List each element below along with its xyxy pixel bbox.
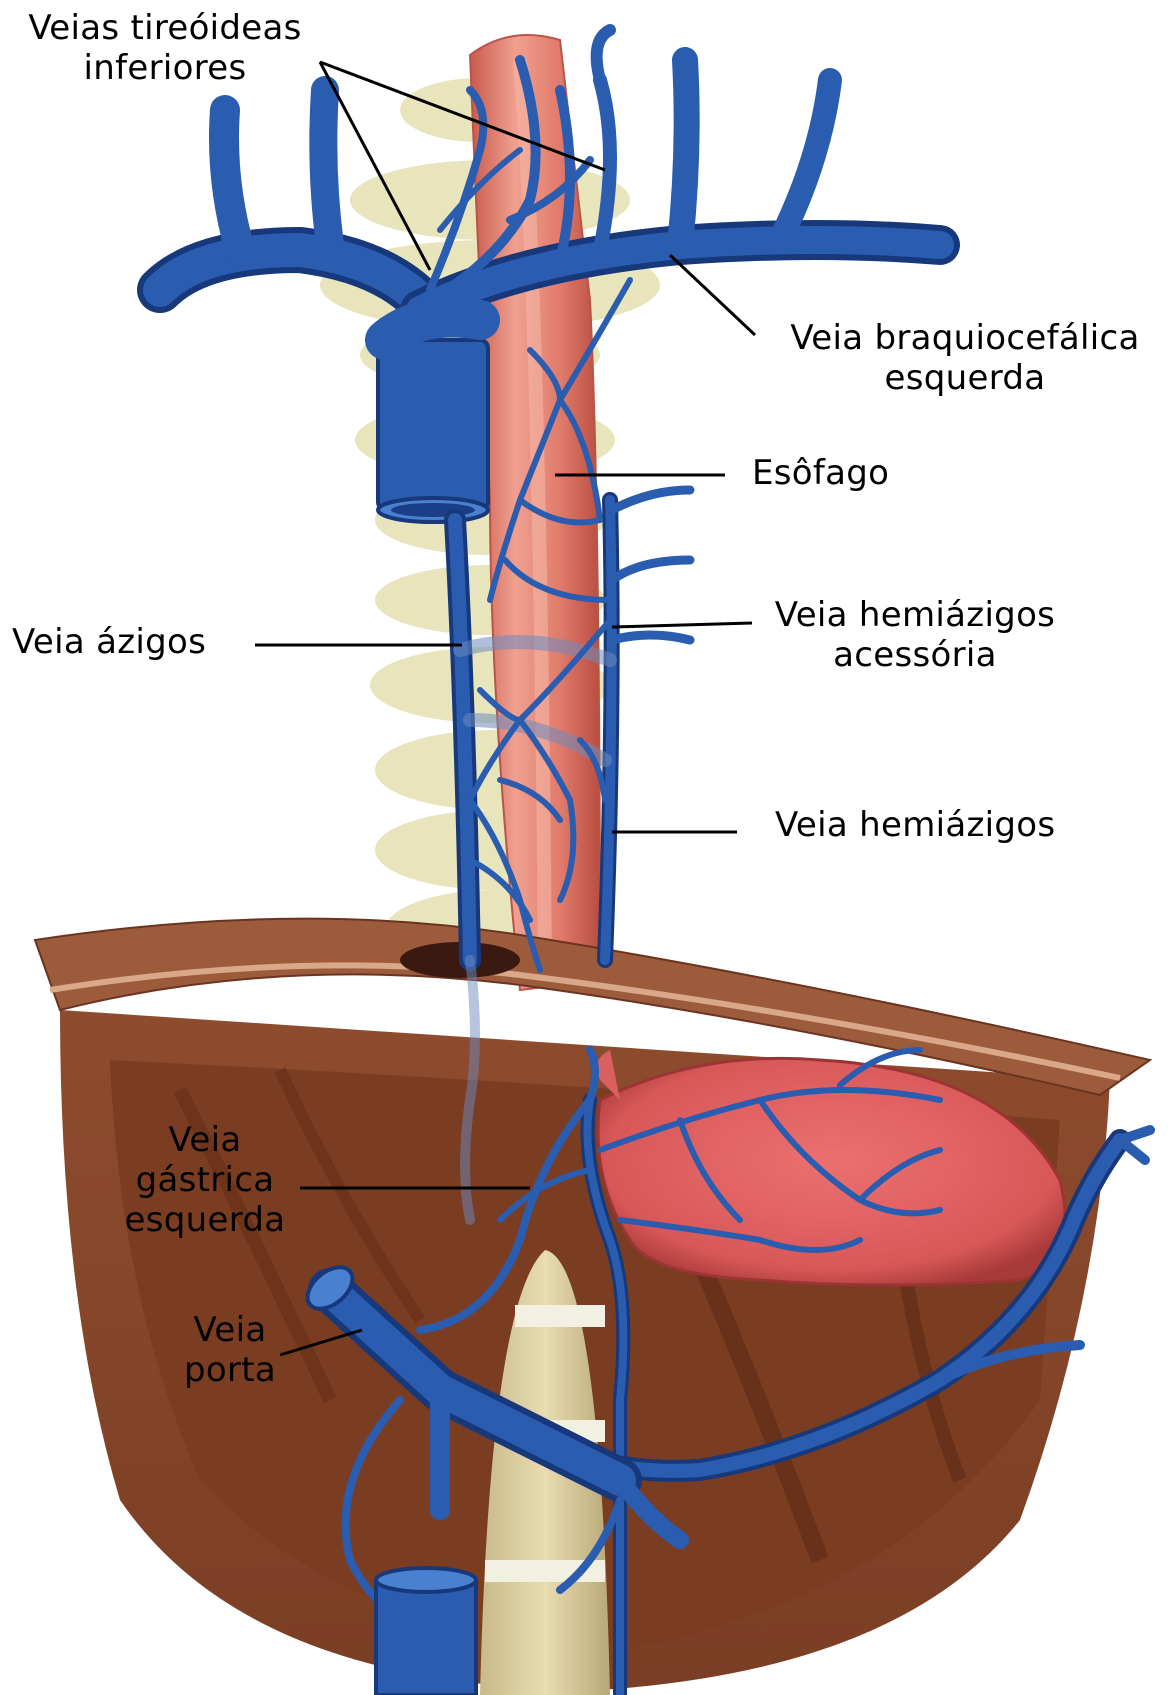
- label-inferior-thyroid-veins: Veias tireóideas inferiores: [10, 8, 320, 88]
- label-azygos-vein: Veia ázigos: [12, 622, 252, 662]
- label-esophagus: Esôfago: [752, 453, 952, 493]
- label-left-gastric-vein-line-1: Veia: [100, 1120, 310, 1160]
- label-inferior-thyroid-veins-line-2: inferiores: [10, 48, 320, 88]
- inferior-vena-cava: [376, 1568, 476, 1695]
- label-portal-vein-line-2: porta: [160, 1350, 300, 1390]
- superior-vena-cava: [378, 318, 488, 523]
- label-left-gastric-vein-line-3: esquerda: [100, 1200, 310, 1240]
- label-accessory-hemiazygos-vein: Veia hemiázigos acessória: [760, 595, 1070, 675]
- label-hemiazygos-vein-text: Veia hemiázigos: [775, 805, 1095, 845]
- label-portal-vein-line-1: Veia: [160, 1310, 300, 1350]
- leader-accessory-hemiazygos: [612, 623, 752, 627]
- label-azygos-vein-text: Veia ázigos: [12, 622, 252, 662]
- label-left-brachiocephalic-vein: Veia braquiocefálica esquerda: [770, 318, 1160, 398]
- label-hemiazygos-vein: Veia hemiázigos: [775, 805, 1095, 845]
- label-portal-vein: Veia porta: [160, 1310, 300, 1390]
- label-accessory-hemiazygos-vein-line-2: acessória: [760, 635, 1070, 675]
- label-left-brachiocephalic-vein-line-2: esquerda: [770, 358, 1160, 398]
- label-left-brachiocephalic-vein-line-1: Veia braquiocefálica: [770, 318, 1160, 358]
- leader-brachiocephalic: [670, 255, 755, 335]
- label-accessory-hemiazygos-vein-line-1: Veia hemiázigos: [760, 595, 1070, 635]
- label-esophagus-text: Esôfago: [752, 453, 952, 493]
- label-left-gastric-vein: Veia gástrica esquerda: [100, 1120, 310, 1240]
- label-left-gastric-vein-line-2: gástrica: [100, 1160, 310, 1200]
- label-inferior-thyroid-veins-line-1: Veias tireóideas: [10, 8, 320, 48]
